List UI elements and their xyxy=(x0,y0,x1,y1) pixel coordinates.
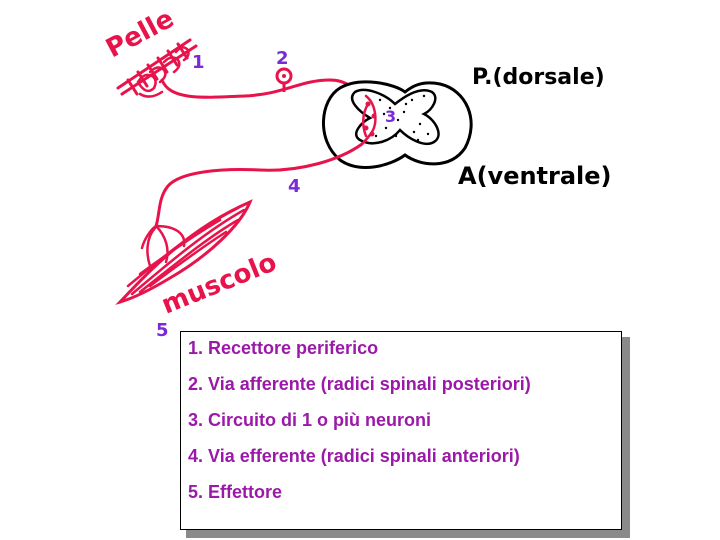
num-3-label: 3 xyxy=(385,107,396,126)
legend-item-effector: 5. Effettore xyxy=(188,482,283,502)
legend-item-circuit: 3. Circuito di 1 o più neuroni xyxy=(188,410,432,430)
muscle-effector xyxy=(115,199,253,305)
dorsal-root-ganglion xyxy=(275,67,293,92)
legend-item-afferent: 2. Via afferente (radici spinali posteri… xyxy=(188,374,531,394)
legend-item-efferent: 4. Via efferente (radici spinali anterio… xyxy=(188,446,520,466)
posterior-label: P.(dorsale) xyxy=(472,65,605,90)
skin-receptor xyxy=(116,38,198,98)
num-2-label: 2 xyxy=(276,48,289,69)
num-1-label: 1 xyxy=(192,52,205,73)
num-5-label: 5 xyxy=(156,320,169,341)
num-4-label: 4 xyxy=(288,176,301,197)
legend-box: 1. Recettore periferico 2. Via afferente… xyxy=(180,331,622,530)
efferent-pathway xyxy=(154,142,364,228)
anterior-label: A(ventrale) xyxy=(458,162,612,190)
legend-item-receptor: 1. Recettore periferico xyxy=(188,338,379,358)
